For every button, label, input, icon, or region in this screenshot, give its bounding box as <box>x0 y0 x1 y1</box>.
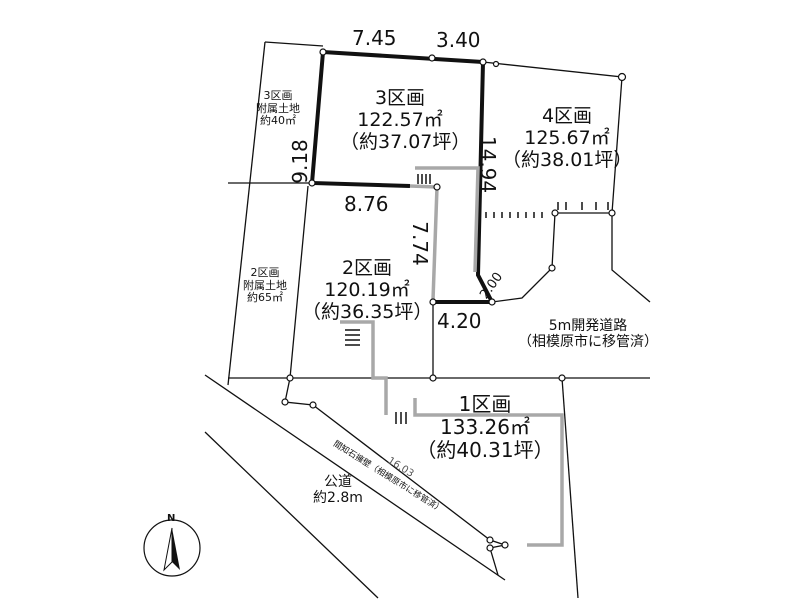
dim-lower: 4.20 <box>437 309 482 333</box>
road-name: 5m開発道路 <box>548 318 628 334</box>
annex-line: 2区画 <box>250 266 280 279</box>
lot3-annex-label: 3区画 附属土地 約40㎡ <box>248 89 308 128</box>
annex-line: 附属土地 <box>256 101 300 115</box>
annex-line: 3区画 <box>263 89 293 102</box>
lot2-tsubo: （約36.35坪） <box>302 300 433 323</box>
compass-north-label: N <box>167 513 176 524</box>
lot3-label: 3区画 122.57㎡ （約37.07坪） <box>340 87 471 154</box>
survey-points <box>281 48 627 552</box>
lot1-label: 1区画 133.26㎡ （約40.31坪） <box>415 393 555 462</box>
dim-bottom: 8.76 <box>344 192 389 216</box>
annex-line: 約40㎡ <box>260 114 296 128</box>
annex-line: 約65㎡ <box>247 291 283 305</box>
dev-road-label: 5m開発道路 （相模原市に移管済） <box>498 318 678 350</box>
dim-left: 9.18 <box>287 139 312 184</box>
lot2-area: 120.19㎡ <box>324 278 410 301</box>
dim-mid: 7.74 <box>407 221 432 266</box>
public-road-label: 公道 約2.8m <box>298 474 378 506</box>
lot1-name: 1区画 <box>458 392 512 416</box>
dim-top-right: 3.40 <box>436 28 481 52</box>
lot1-area: 133.26㎡ <box>440 415 530 439</box>
road-name: 公道 <box>324 474 352 490</box>
lot4-name: 4区画 <box>541 105 593 127</box>
lot4-area: 125.67㎡ <box>524 126 610 149</box>
dim-top-left: 7.45 <box>352 26 397 50</box>
lot4-label: 4区画 125.67㎡ （約38.01坪） <box>502 105 633 172</box>
lot2-label: 2区画 120.19㎡ （約36.35坪） <box>302 257 433 324</box>
road-width: 約2.8m <box>313 490 363 507</box>
lot2-name: 2区画 <box>341 257 393 279</box>
annex-line: 附属土地 <box>243 278 287 292</box>
lot2-annex-label: 2区画 附属土地 約65㎡ <box>235 266 295 305</box>
lot3-name: 3区画 <box>374 87 426 109</box>
fence-marks <box>345 174 609 424</box>
lot1-tsubo: （約40.31坪） <box>416 438 554 462</box>
lot3-area: 122.57㎡ <box>357 108 443 131</box>
compass <box>143 519 201 577</box>
lot4-tsubo: （約38.01坪） <box>502 148 633 171</box>
road-note: （相模原市に移管済） <box>518 334 658 351</box>
lot3-tsubo: （約37.07坪） <box>340 130 471 153</box>
dim-right: 14.94 <box>476 135 501 194</box>
